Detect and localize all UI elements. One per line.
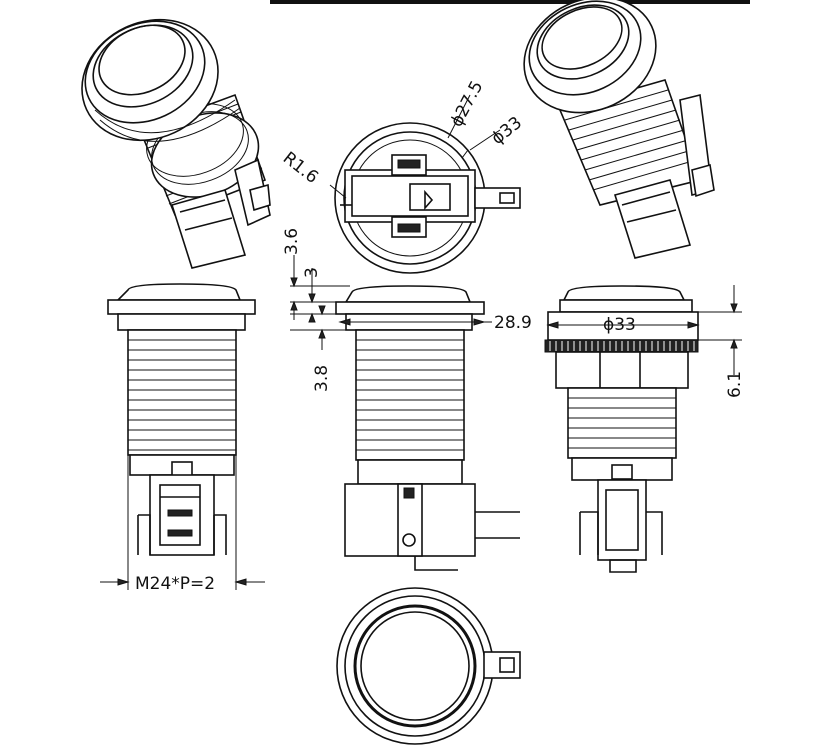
- dim-vertical-stack: 3.6 3 3.8: [282, 228, 350, 392]
- bottom-view: [336, 587, 521, 745]
- isometric-view-left: [81, 18, 271, 269]
- dim-3-8-label: 3.8: [312, 365, 332, 392]
- side-view-center: [335, 285, 520, 571]
- clipped-header-text: [270, 0, 750, 4]
- dim-d33-side: ϕ33: [546, 315, 700, 335]
- dim-6-1-label: 6.1: [725, 371, 745, 398]
- dim-d33-side-label: ϕ33: [603, 315, 636, 335]
- dim-r1-6: R1.6: [279, 148, 322, 188]
- top-view: [329, 94, 521, 274]
- dim-r1-6-label: R1.6: [279, 148, 322, 188]
- dim-28-9-label: 28.9: [494, 313, 532, 333]
- dim-d27-5-label: ϕ27.5: [447, 78, 488, 131]
- dim-3-6-label: 3.6: [282, 228, 302, 255]
- dim-d27-5: ϕ27.5: [447, 78, 488, 131]
- dim-thread: M24*P=2: [100, 455, 265, 594]
- dim-d33-top: ϕ33: [488, 113, 526, 149]
- dim-6-1: 6.1: [690, 285, 745, 398]
- dim-28-9: 28.9: [338, 313, 532, 333]
- dim-d33-top-label: ϕ33: [488, 113, 526, 149]
- dim-3-label: 3: [302, 267, 322, 278]
- side-view-left: [107, 283, 256, 556]
- isometric-view-right: [523, 0, 715, 259]
- side-view-right: [544, 285, 699, 573]
- dim-thread-label: M24*P=2: [135, 574, 215, 594]
